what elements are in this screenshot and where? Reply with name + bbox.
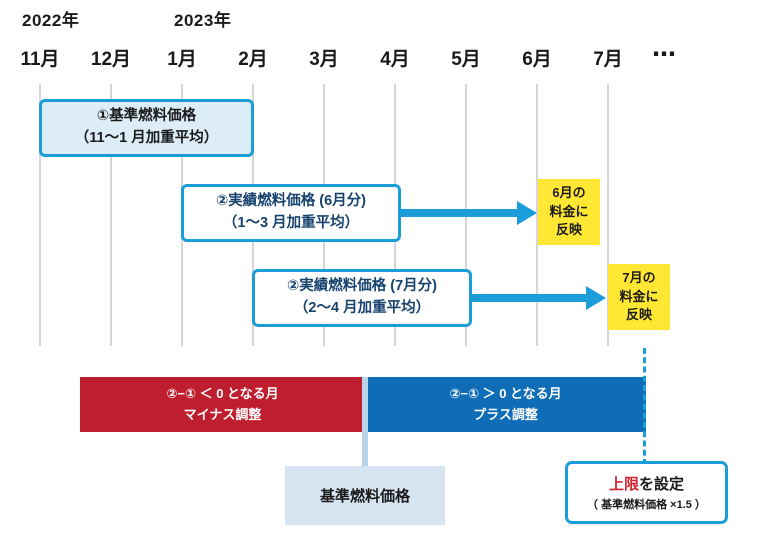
month-label-dec: 12月 [90, 49, 132, 70]
month-label-jul: 7月 [593, 49, 623, 70]
reflect-june-line1: 6月の [552, 184, 586, 200]
plus-adjustment-bar: ②−① ＞ 0 となる月 プラス調整 [365, 377, 646, 432]
reflect-june-line2: 料金に [549, 203, 589, 219]
actual-june-line1: ②実績燃料価格 (6月分) [215, 193, 367, 210]
base-price-footer-text: 基準燃料価格 [319, 488, 410, 505]
reflect-june-badge: 6月の 料金に 反映 [538, 179, 600, 245]
actual-july-line2: （2〜4 月加重平均） [293, 300, 431, 316]
cap-dashed-line [643, 348, 646, 465]
cap-rest-text: を設定 [639, 476, 685, 493]
minus-bar-line1: ②−① ＜ 0 となる月 [166, 385, 279, 401]
month-label-feb: 2月 [238, 49, 268, 70]
arrow-to-june-shaft [401, 209, 517, 217]
year-label-2022: 2022年 [22, 11, 80, 30]
actual-july-line1: ②実績燃料価格 (7月分) [286, 278, 438, 295]
gridline-dec [110, 84, 112, 346]
reflect-july-line3: 反映 [625, 307, 652, 323]
reflect-july-line1: 7月の [622, 269, 656, 285]
minus-adjustment-bar: ②−① ＜ 0 となる月 マイナス調整 [80, 377, 365, 432]
actual-fuel-price-june-box: ②実績燃料価格 (6月分) （1〜3 月加重平均） [181, 184, 401, 242]
base-price-footer-label: 基準燃料価格 [285, 466, 445, 525]
month-label-mar: 3月 [309, 49, 339, 70]
reflect-july-line2: 料金に [619, 288, 659, 304]
plus-bar-line2: プラス調整 [473, 406, 538, 422]
arrow-to-july-shaft [472, 294, 586, 302]
month-label-jun: 6月 [522, 49, 552, 70]
cap-setting-box: 上限を設定 （ 基準燃料価格 ×1.5 ） [565, 461, 728, 524]
arrow-to-june-head-icon [517, 201, 537, 225]
reflect-june-line3: 反映 [555, 222, 582, 238]
month-label-jan: 1月 [167, 49, 197, 70]
actual-fuel-price-july-box: ②実績燃料価格 (7月分) （2〜4 月加重平均） [252, 269, 472, 327]
actual-june-line2: （1〜3 月加重平均） [222, 215, 360, 231]
month-label-nov: 11月 [20, 49, 60, 70]
base-fuel-price-line2: （11〜1 月加重平均） [74, 130, 219, 146]
cap-highlight-text: 上限 [608, 476, 639, 493]
year-label-2023: 2023年 [174, 11, 232, 30]
reflect-july-badge: 7月の 料金に 反映 [608, 264, 670, 330]
months-continue-ellipsis: ⋯ [652, 41, 676, 68]
cap-setting-line2: （ 基準燃料価格 ×1.5 ） [587, 499, 706, 511]
base-fuel-price-box: ①基準燃料価格 （11〜1 月加重平均） [39, 99, 254, 157]
gridline-jul [607, 84, 609, 346]
gridline-jun [536, 84, 538, 346]
cap-setting-line1: 上限を設定 [609, 473, 684, 494]
month-label-apr: 4月 [380, 49, 410, 70]
minus-bar-line2: マイナス調整 [183, 406, 262, 422]
base-fuel-price-line1: ①基準燃料価格 [96, 108, 197, 125]
month-label-may: 5月 [451, 49, 481, 70]
gridline-nov [39, 84, 41, 346]
base-price-connector-line [362, 377, 368, 467]
arrow-to-july-head-icon [586, 286, 606, 310]
plus-bar-line1: ②−① ＞ 0 となる月 [449, 385, 562, 401]
